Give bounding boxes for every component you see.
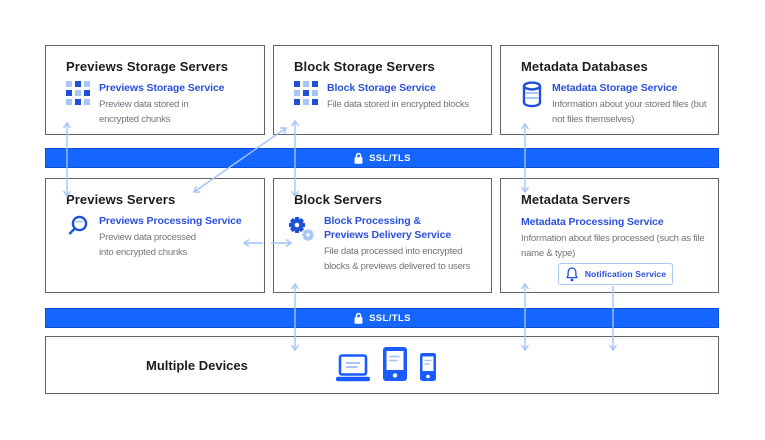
service-description: File data processed into encrypted block…: [324, 246, 471, 272]
service-description: Information about your stored files (but…: [552, 99, 707, 125]
block-servers-box: Block Servers: [273, 178, 492, 293]
magnifier-icon: [68, 215, 88, 235]
ssl-tls-label: SSL/TLS: [369, 152, 411, 164]
previews-storage-servers-box: Previews Storage Servers Previews Storag…: [45, 45, 265, 135]
service-description: Preview data processed into encrypted ch…: [99, 232, 196, 258]
service-name: Previews Storage Service: [99, 82, 225, 94]
multiple-devices-title: Multiple Devices: [146, 357, 248, 373]
service-name: Previews Processing Service: [99, 215, 242, 227]
ssl-tls-bar-top: SSL/TLS: [45, 148, 719, 168]
notification-service-label: Notification Service: [584, 269, 667, 279]
service-name: Metadata Storage Service: [552, 82, 678, 94]
phone-icon: [420, 353, 436, 381]
box-title: Metadata Databases: [521, 59, 648, 74]
service-description: Information about files processed (such …: [521, 233, 705, 259]
box-title: Block Servers: [294, 192, 383, 207]
lock-icon: [354, 152, 363, 164]
block-storage-servers-box: Block Storage Servers Block Storage Serv…: [273, 45, 492, 135]
service-description: Preview data stored in encrypted chunks: [99, 99, 189, 125]
box-title: Previews Servers: [66, 192, 176, 207]
ssl-tls-label: SSL/TLS: [369, 312, 411, 324]
service-name: Block Processing & Previews Delivery Ser…: [324, 215, 452, 242]
bell-icon: [566, 266, 578, 281]
notification-service-button: Notification Service: [558, 263, 673, 285]
grid-previews-icon: [66, 81, 90, 105]
ssl-tls-bar-bottom: SSL/TLS: [45, 308, 719, 328]
device-icons: [335, 337, 437, 393]
box-title: Block Storage Servers: [294, 59, 435, 74]
database-icon: [522, 81, 542, 108]
box-title: Previews Storage Servers: [66, 59, 229, 74]
service-name: Block Storage Service: [327, 82, 436, 94]
gears-icon: [289, 217, 314, 241]
grid-blocks-icon: [294, 81, 318, 105]
service-description: File data stored in encrypted blocks: [327, 99, 469, 111]
lock-icon: [354, 312, 363, 324]
laptop-icon: [336, 354, 370, 382]
previews-servers-box: Previews Servers Previews Processing Ser…: [45, 178, 265, 293]
multiple-devices-box: Multiple Devices: [45, 336, 719, 394]
box-title: Metadata Servers: [521, 192, 631, 207]
tablet-icon: [383, 347, 407, 381]
service-name: Metadata Processing Service: [521, 216, 664, 228]
metadata-servers-box: Metadata Servers Metadata Processing Ser…: [500, 178, 719, 293]
metadata-databases-box: Metadata Databases Metadata Storage Serv…: [500, 45, 719, 135]
